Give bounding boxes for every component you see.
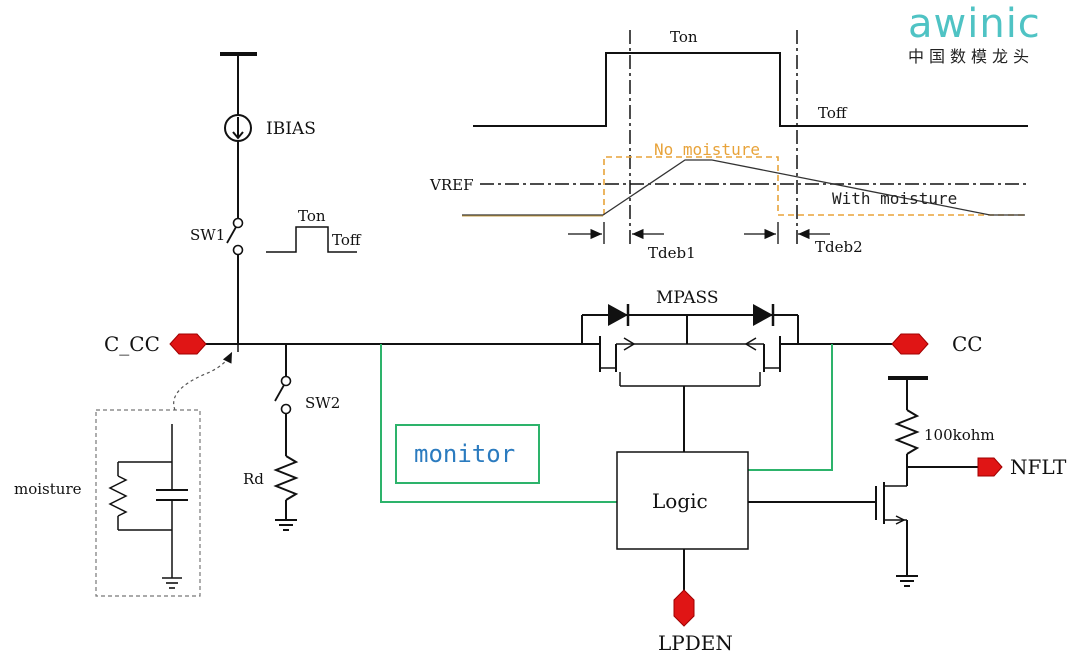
lpden-pin xyxy=(673,589,695,627)
moisture-link-arrow xyxy=(173,351,233,411)
tdeb2-label: Tdeb2 xyxy=(815,238,863,256)
pulse-ton-label: Ton xyxy=(670,28,698,46)
nflt-output: 100kohm NFLT xyxy=(875,376,1067,587)
pullup-resistor-icon xyxy=(894,409,920,455)
with-moisture-curve xyxy=(462,159,1025,216)
no-moisture-envelope xyxy=(603,156,779,215)
timing-diagram: Ton Toff VREF No moisture With moisture … xyxy=(429,28,1030,262)
c-cc-label: C_CC xyxy=(104,332,160,356)
logic-box xyxy=(616,451,749,550)
sw2-rd-branch: SW2 Rd xyxy=(243,344,340,531)
monitor-box xyxy=(395,424,540,484)
sw1-pulse-icon xyxy=(266,226,357,253)
sw2-switch-icon xyxy=(274,375,292,415)
moisture-box xyxy=(95,409,201,597)
sw2-label: SW2 xyxy=(305,394,340,412)
vref-label: VREF xyxy=(429,176,473,194)
tdeb1-label: Tdeb1 xyxy=(648,244,696,262)
mpass-label: MPASS xyxy=(656,288,719,308)
ibias-branch: IBIAS SW1 Ton Toff xyxy=(190,52,362,344)
current-source-icon xyxy=(224,114,252,142)
rd-resistor-icon xyxy=(273,455,299,501)
moisture-resistor-icon xyxy=(108,475,128,517)
rd-ground-icon xyxy=(275,519,297,531)
pullup-resistor-label: 100kohm xyxy=(924,426,995,444)
moisture-ground-icon xyxy=(162,577,182,589)
nflt-ground-icon xyxy=(896,575,918,587)
logic-block: Logic LPDEN xyxy=(616,451,876,655)
pulse-waveform xyxy=(473,52,1028,127)
ibias-label: IBIAS xyxy=(266,119,316,139)
monitor-block: monitor xyxy=(380,344,833,503)
mpass-block: MPASS xyxy=(581,288,799,452)
nflt-label: NFLT xyxy=(1010,455,1067,479)
cc-label: CC xyxy=(952,332,983,356)
moisture-model: moisture xyxy=(14,351,233,597)
with-moisture-label: With moisture xyxy=(832,189,957,208)
mpass-fet-right-icon xyxy=(687,336,792,386)
body-diode-right-icon xyxy=(753,304,775,326)
pulse-toff-label: Toff xyxy=(818,104,848,122)
logo-tagline: 中国数模龙头 xyxy=(908,47,1034,66)
body-diode-left-icon xyxy=(608,304,630,326)
moisture-label: moisture xyxy=(14,480,82,498)
monitor-trace-right xyxy=(748,344,833,471)
logic-label: Logic xyxy=(652,489,708,513)
sw1-ton-label: Ton xyxy=(298,207,326,225)
sw1-toff-label: Toff xyxy=(332,231,362,249)
sw1-label: SW1 xyxy=(190,226,225,244)
no-moisture-label: No moisture xyxy=(654,140,760,159)
sw1-switch-icon xyxy=(226,217,244,256)
nflt-pin xyxy=(977,457,1003,477)
lpden-label: LPDEN xyxy=(658,631,733,655)
moisture-capacitor-icon xyxy=(156,462,188,530)
logo-wordmark: awinic xyxy=(908,1,1041,47)
mpass-fet-left-icon xyxy=(586,336,687,386)
rd-label: Rd xyxy=(243,470,264,488)
cc-pin xyxy=(891,333,929,355)
awinic-logo: awinic 中国数模龙头 xyxy=(908,1,1041,66)
c-cc-pin xyxy=(169,333,207,355)
monitor-label: monitor xyxy=(414,440,515,468)
nmos-transistor-icon xyxy=(875,482,907,525)
monitor-trace-left xyxy=(380,344,617,503)
